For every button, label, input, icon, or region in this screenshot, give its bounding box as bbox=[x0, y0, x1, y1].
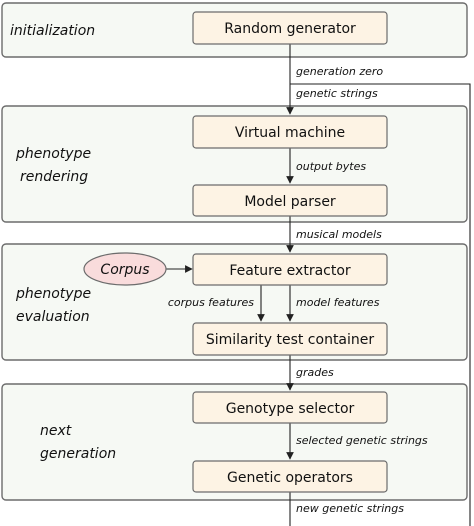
box-label-genotype-selector: Genotype selector bbox=[226, 401, 355, 417]
edge-label-corpus-features: corpus features bbox=[168, 296, 254, 309]
stage-label-next-line2: generation bbox=[40, 446, 116, 462]
box-genetic-operators: Genetic operators bbox=[192, 460, 388, 493]
edge-label-generation-zero: generation zero bbox=[296, 65, 383, 78]
stage-label-initialization: initialization bbox=[10, 23, 95, 39]
edge-label-genetic-strings: genetic strings bbox=[296, 87, 378, 100]
box-model-parser: Model parser bbox=[192, 184, 388, 217]
box-similarity-test: Similarity test container bbox=[192, 322, 388, 356]
box-virtual-machine: Virtual machine bbox=[192, 115, 388, 149]
edge-label-grades: grades bbox=[296, 366, 334, 379]
box-label-model-parser: Model parser bbox=[244, 194, 336, 210]
stage-label-evaluation-line1: phenotype bbox=[15, 286, 91, 302]
stage-label-evaluation-line2: evaluation bbox=[16, 309, 90, 325]
box-genotype-selector: Genotype selector bbox=[192, 391, 388, 424]
stage-label-rendering-line2: rendering bbox=[20, 169, 88, 185]
corpus-label: Corpus bbox=[100, 262, 149, 278]
edge-label-model-features: model features bbox=[296, 296, 380, 309]
edge-label-selected-genetic-strings: selected genetic strings bbox=[296, 434, 428, 447]
edge-label-musical-models: musical models bbox=[296, 228, 382, 241]
box-random-generator: Random generator bbox=[192, 11, 388, 45]
box-label-genetic-operators: Genetic operators bbox=[227, 470, 353, 486]
edge-label-output-bytes: output bytes bbox=[296, 160, 366, 173]
box-label-similarity-test: Similarity test container bbox=[206, 332, 375, 348]
box-label-virtual-machine: Virtual machine bbox=[235, 125, 345, 141]
box-feature-extractor: Feature extractor bbox=[192, 253, 388, 286]
corpus-node: Corpus bbox=[83, 252, 167, 286]
loop-return-line bbox=[290, 83, 471, 526]
box-label-random-generator: Random generator bbox=[224, 21, 356, 37]
stage-label-next-line1: next bbox=[40, 423, 72, 439]
edge-label-new-genetic-strings: new genetic strings bbox=[296, 502, 404, 515]
stage-label-rendering-line1: phenotype bbox=[15, 146, 91, 162]
box-label-feature-extractor: Feature extractor bbox=[229, 263, 351, 279]
